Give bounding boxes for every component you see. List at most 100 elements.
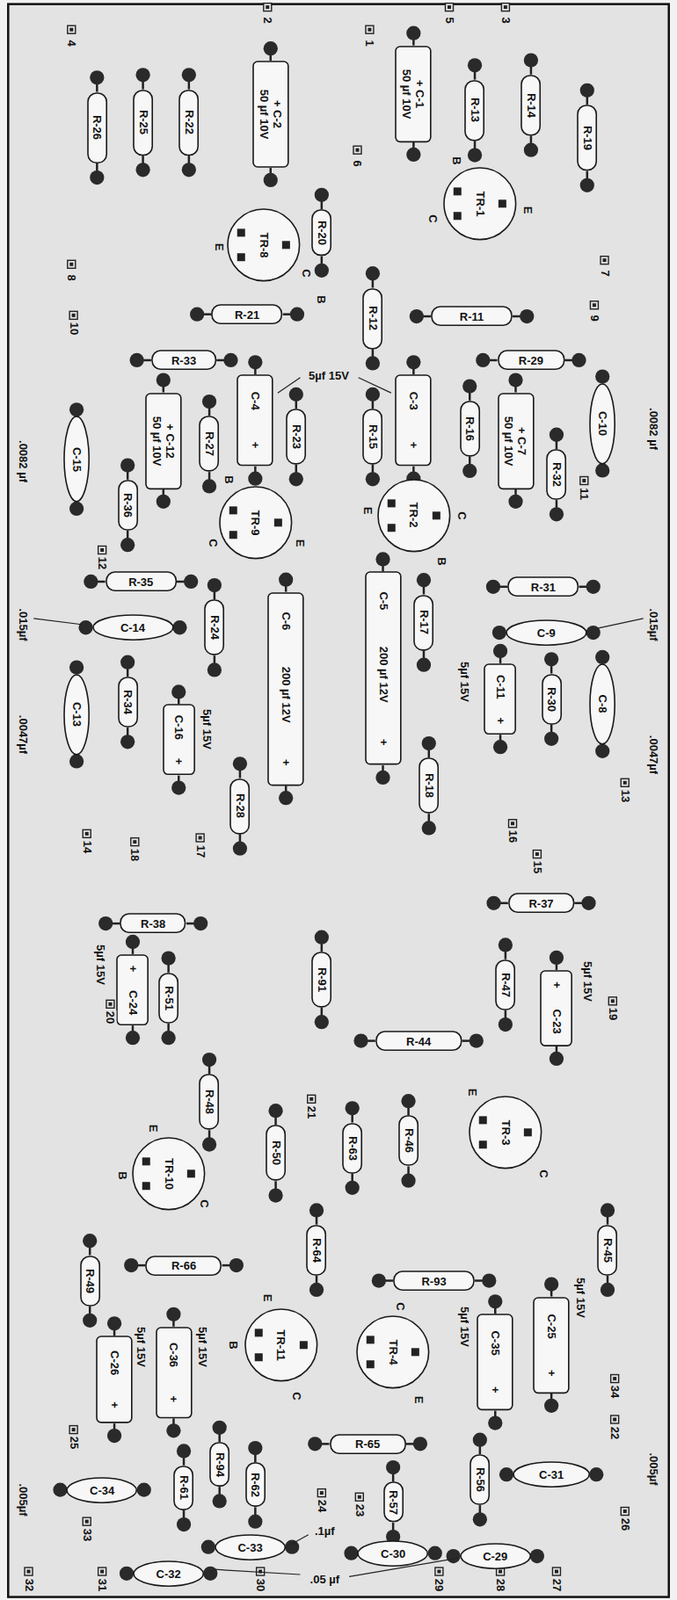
part-name: R-12 <box>365 305 379 331</box>
solder-pad <box>89 170 104 185</box>
part-name: C-3 <box>407 392 421 411</box>
electrolytic-capacitor-outline <box>532 1297 570 1395</box>
leader-line <box>290 1535 309 1547</box>
terminal-pad-hole <box>367 28 372 32</box>
terminal-pad-hole <box>623 781 627 786</box>
ceramic-capacitor: C-32 <box>132 1561 204 1588</box>
part-text: R-24 <box>207 615 221 641</box>
ceramic-capacitor: C-15 <box>63 415 90 503</box>
electrolytic-capacitor: C-36+ <box>155 1327 193 1420</box>
transistor-lead <box>228 506 237 515</box>
resistor: R-36 <box>117 480 139 532</box>
part-name: R-21 <box>234 307 260 321</box>
value-label: .0082 µf <box>647 407 661 452</box>
part-value: 50 µf 10V <box>502 415 516 466</box>
part-name: R-13 <box>468 97 482 123</box>
terminal-pad-hole <box>27 1571 31 1575</box>
part-name: TR-10 <box>161 1158 175 1191</box>
electrolytic-capacitor-outline <box>116 954 149 1027</box>
solder-pad <box>462 378 477 394</box>
solder-pad <box>508 372 523 387</box>
resistor: R-24 <box>203 599 225 656</box>
part-text: C-16+ <box>172 709 186 771</box>
part-text: + C-1250 µf 10V <box>150 415 177 466</box>
resistor: R-38 <box>119 913 186 934</box>
solder-pad <box>278 791 293 806</box>
transistor-lead <box>237 253 246 262</box>
solder-pad <box>82 1314 97 1329</box>
terminal-pad <box>620 1508 629 1517</box>
part-name: R-56 <box>473 1468 487 1493</box>
part-text: R-29 <box>518 353 544 367</box>
ceramic-capacitor: C-13 <box>63 674 90 757</box>
part-text: TR-3 <box>498 1121 512 1147</box>
part-name: R-65 <box>355 1438 380 1452</box>
electrolytic-capacitor: + C-150 µf 10V <box>394 45 432 143</box>
transistor-lead <box>142 1157 151 1166</box>
part-text: C-10 <box>596 411 610 437</box>
terminal-pad <box>317 1490 326 1499</box>
resistor: R-44 <box>375 1031 463 1052</box>
pin-letter: B <box>313 295 328 306</box>
part-name: R-28 <box>232 793 247 819</box>
part-name: C-5 <box>376 591 390 611</box>
solder-pad <box>406 26 421 41</box>
part-value: 200 µf 12V <box>279 667 293 724</box>
solder-pad <box>400 1094 415 1109</box>
electrolytic-capacitor: +C-24 <box>116 954 149 1027</box>
solder-pad <box>499 1468 514 1483</box>
part-name: R-29 <box>518 353 544 367</box>
transistor: TR-9 <box>218 486 293 561</box>
part-name: C-11 <box>494 674 508 699</box>
pad-number: 5 <box>443 16 457 25</box>
resistor: R-45 <box>596 1225 618 1277</box>
solder-pad <box>314 263 329 278</box>
part-text: TR-9 <box>248 509 263 536</box>
resistor: R-37 <box>508 893 575 914</box>
transistor: TR-11 <box>244 1309 319 1384</box>
part-name: R-26 <box>90 115 104 140</box>
terminal-pad <box>307 1095 316 1104</box>
resistor: R-48 <box>198 1074 219 1131</box>
solder-pad <box>309 1203 324 1218</box>
solder-pad <box>345 1101 360 1116</box>
part-text: R-56 <box>473 1468 487 1493</box>
part-text: R-45 <box>601 1238 615 1264</box>
solder-pad <box>166 1308 181 1323</box>
part-value: + <box>108 1403 122 1411</box>
part-name: C-16 <box>172 715 186 741</box>
part-name: R-50 <box>269 1141 283 1166</box>
solder-pad <box>416 658 431 673</box>
resistor: R-18 <box>418 757 439 815</box>
pad-number: 30 <box>254 1578 268 1593</box>
pin-letter: E <box>361 505 375 516</box>
pin-letter: E <box>211 242 226 253</box>
part-name: + C-2 <box>270 100 284 129</box>
pad-number: 7 <box>597 269 612 278</box>
part-name: R-30 <box>545 686 559 712</box>
terminal-pad <box>69 1426 78 1435</box>
solder-pad <box>120 458 135 473</box>
solder-pad <box>119 1567 134 1582</box>
part-name: C-14 <box>120 621 146 635</box>
solder-pad <box>120 655 135 670</box>
terminal-pad <box>196 834 204 843</box>
terminal-pad <box>509 820 517 829</box>
solder-pad <box>428 1547 443 1562</box>
resistor: R-19 <box>576 104 597 171</box>
solder-pad <box>69 754 84 769</box>
pin-letter: C <box>289 1391 303 1402</box>
transistor: TR-3 <box>468 1096 543 1171</box>
pad-number: 13 <box>618 789 632 804</box>
electrolytic-capacitor: +C-23 <box>539 970 573 1048</box>
part-text: C-6200 µf 12V+ <box>279 597 293 782</box>
pad-number: 10 <box>66 321 81 336</box>
solder-pad <box>181 67 197 82</box>
solder-pad <box>365 387 380 402</box>
transistor-lead <box>411 1348 420 1357</box>
solder-pad <box>600 1283 615 1298</box>
part-text: R-12 <box>365 305 379 331</box>
part-name: R-37 <box>528 896 554 910</box>
part-text: C-30 <box>380 1547 406 1561</box>
pad-number: 8 <box>65 273 79 282</box>
